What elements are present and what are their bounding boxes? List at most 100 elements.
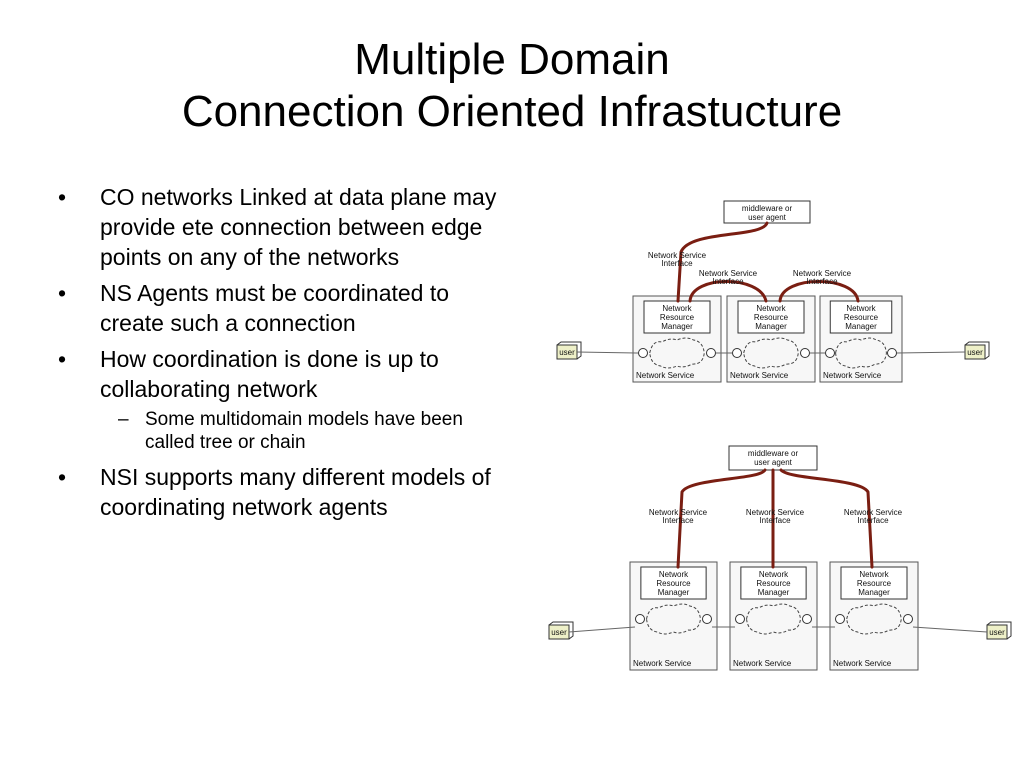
title-line-2: Connection Oriented Infrastucture [181, 87, 843, 136]
sub-bullet-item: – Some multidomain models have been call… [58, 408, 498, 454]
nrm-label: Resource [857, 579, 892, 588]
network-service-label: Network Service [733, 659, 792, 668]
network-resource-manager-box [737, 300, 805, 334]
data-plane-link [576, 351, 639, 354]
nsi-label: Interface [661, 259, 693, 268]
endpoint-port [887, 348, 897, 358]
bullet-item: • CO networks Linked at data plane may p… [58, 182, 498, 272]
network-resource-manager-box [829, 300, 893, 334]
endpoint-port [635, 614, 645, 624]
service-interface-link [688, 280, 768, 303]
user-label: user [967, 348, 983, 357]
middleware-label: user agent [754, 458, 793, 467]
nrm-label: Network [659, 570, 689, 579]
endpoint-port [732, 348, 742, 358]
nsi-label: Network Service [699, 269, 758, 278]
endpoint-port [825, 348, 835, 358]
bullet-marker: • [58, 184, 67, 210]
data-plane-link [896, 351, 966, 354]
nsi-label: Network Service [844, 508, 903, 517]
slide-title: Multiple Domain Connection Oriented Infr… [0, 34, 1024, 138]
network-service-label: Network Service [833, 659, 892, 668]
nsi-label: Network Service [649, 508, 708, 517]
service-interface-link [779, 468, 874, 569]
nrm-label: Resource [660, 313, 695, 322]
data-plane-link [568, 626, 636, 633]
middleware-agent-box [728, 445, 818, 471]
nrm-label: Resource [844, 313, 879, 322]
bullet-item: • How coordination is done is up to coll… [58, 344, 498, 404]
nrm-label: Manager [858, 588, 890, 597]
bullet-item: • NSI supports many different models of … [58, 462, 498, 522]
bullet-marker: • [58, 280, 67, 306]
nrm-label: Manager [755, 322, 787, 331]
service-interface-link [778, 280, 860, 303]
nrm-label: Manager [661, 322, 693, 331]
nrm-label: Resource [754, 313, 789, 322]
endpoint-port [638, 348, 648, 358]
bullet-list: • CO networks Linked at data plane may p… [58, 182, 498, 528]
user-box-edge [986, 621, 1012, 640]
endpoint-port [706, 348, 716, 358]
user-label: user [559, 348, 575, 357]
data-plane-link [912, 626, 988, 633]
user-label: user [551, 628, 567, 637]
nrm-label: Manager [658, 588, 690, 597]
network-service-label: Network Service [636, 371, 695, 380]
bullet-item: • NS Agents must be coordinated to creat… [58, 278, 498, 338]
nsi-label: Network Service [793, 269, 852, 278]
nrm-label: Resource [756, 579, 791, 588]
nsi-label: Network Service [746, 508, 805, 517]
network-resource-manager-box [640, 566, 707, 600]
network-resource-manager-box [840, 566, 908, 600]
endpoint-port [802, 614, 812, 624]
nrm-label: Manager [845, 322, 877, 331]
network-cloud [835, 337, 887, 369]
endpoint-port [702, 614, 712, 624]
user-box-edge [556, 341, 582, 360]
middleware-label: user agent [748, 213, 787, 222]
nrm-label: Network [859, 570, 889, 579]
bullet-text: NSI supports many different models of co… [100, 464, 491, 520]
middleware-label: middleware or [748, 449, 799, 458]
network-resource-manager-box [643, 300, 711, 334]
nrm-label: Resource [656, 579, 691, 588]
nsi-label: Interface [806, 277, 838, 286]
middleware-label: middleware or [742, 204, 793, 213]
user-box-edge [964, 341, 990, 360]
endpoint-port [835, 614, 845, 624]
bullet-marker: • [58, 464, 67, 490]
nrm-label: Network [846, 304, 876, 313]
sub-bullet-text: Some multidomain models have been called… [145, 409, 463, 453]
nrm-label: Network [759, 570, 789, 579]
endpoint-port [903, 614, 913, 624]
nsi-label: Interface [712, 277, 744, 286]
endpoint-port [735, 614, 745, 624]
bullet-text: How coordination is done is up to collab… [100, 346, 439, 402]
endpoint-port [800, 348, 810, 358]
bullet-text: CO networks Linked at data plane may pro… [100, 184, 497, 270]
nrm-label: Network [662, 304, 692, 313]
service-interface-link [676, 468, 767, 569]
network-service-label: Network Service [823, 371, 882, 380]
nsi-label: Interface [662, 516, 694, 525]
bullet-marker: • [58, 346, 67, 372]
network-resource-manager-box [740, 566, 807, 600]
user-label: user [989, 628, 1005, 637]
user-box-edge [548, 621, 574, 640]
network-cloud [649, 337, 705, 369]
network-service-label: Network Service [633, 659, 692, 668]
nsi-label: Interface [857, 516, 889, 525]
service-interface-link [676, 221, 769, 303]
bullet-text: NS Agents must be coordinated to create … [100, 280, 450, 336]
nsi-label: Interface [759, 516, 791, 525]
sub-bullet-marker: – [118, 409, 129, 430]
network-cloud [743, 337, 799, 369]
nrm-label: Manager [758, 588, 790, 597]
network-cloud [846, 603, 902, 635]
nrm-label: Network [756, 304, 786, 313]
nsi-label: Network Service [648, 251, 707, 260]
